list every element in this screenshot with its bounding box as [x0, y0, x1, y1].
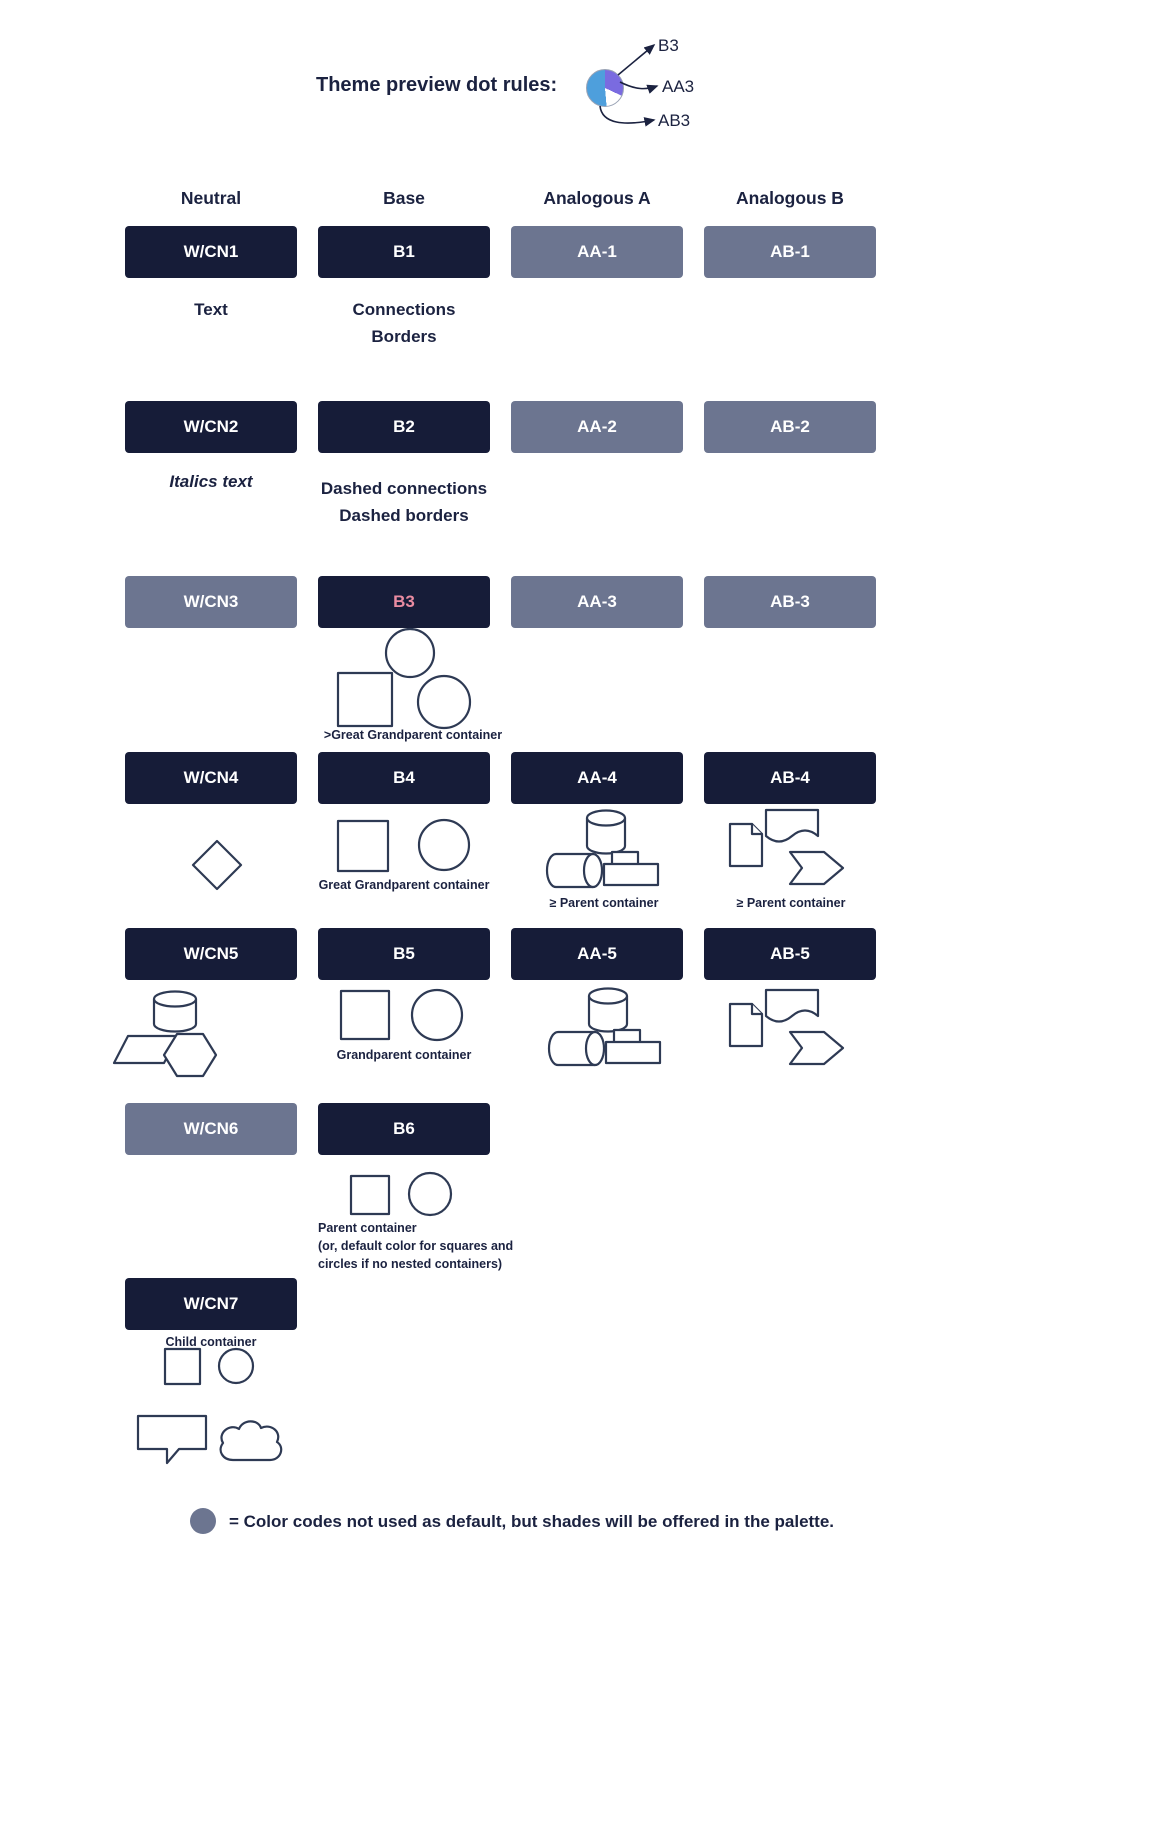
theme-preview-dot-icon	[586, 69, 624, 107]
legend-text: = Color codes not used as default, but s…	[229, 1512, 835, 1531]
swatch-label: W/CN7	[183, 1294, 239, 1313]
dot-target-b3: B3	[658, 36, 679, 55]
swatch-label: AA-3	[577, 592, 617, 611]
note-line: Borders	[371, 327, 437, 346]
swatch-b2: B2	[318, 401, 490, 453]
swatch-label: AA-5	[577, 944, 617, 963]
swatch-label: AB-2	[770, 417, 810, 436]
caption-line: (or, default color for squares and	[318, 1239, 514, 1253]
column-header-analogous-a: Analogous A	[543, 188, 651, 208]
note-italics-text: Italics text	[169, 472, 253, 491]
caption-grandparent: Grandparent container	[336, 1048, 472, 1062]
swatch-label-b3: B3	[393, 592, 415, 611]
dot-arrows	[599, 43, 659, 127]
square-circle-shapes	[163, 1347, 255, 1386]
swatch-ab3: AB-3	[704, 576, 876, 628]
swatch-wcn2: W/CN2	[125, 401, 297, 453]
swatch-wcn7: W/CN7	[125, 1278, 297, 1330]
note-line: Connections	[352, 300, 456, 319]
person-shape	[336, 627, 472, 730]
swatch-label: AB-5	[770, 944, 810, 963]
swatch-label: AB-4	[770, 768, 810, 787]
swatch-b1: B1	[318, 226, 490, 278]
swatch-ab4: AB-4	[704, 752, 876, 804]
caption-great-grandparent: Great Grandparent container	[318, 878, 490, 892]
swatch-wcn3: W/CN3	[125, 576, 297, 628]
page-wave-chevron-shapes	[728, 808, 845, 886]
swatch-wcn4: W/CN4	[125, 752, 297, 804]
swatch-aa5: AA-5	[511, 928, 683, 980]
swatch-label: AA-2	[577, 417, 617, 436]
caption-line: Parent container	[318, 1221, 417, 1235]
swatch-wcn5: W/CN5	[125, 928, 297, 980]
note-text: Text	[194, 300, 228, 319]
swatch-label: B5	[393, 944, 415, 963]
column-header-analogous-b: Analogous B	[736, 188, 844, 208]
note-connections: Connections Borders	[318, 296, 490, 350]
swatch-label: AB-3	[770, 592, 810, 611]
swatch-label: B4	[393, 768, 415, 787]
swatch-aa2: AA-2	[511, 401, 683, 453]
caption-child-container: Child container	[165, 1335, 257, 1349]
caption-line: circles if no nested containers)	[318, 1257, 503, 1271]
cylinder-parallelogram-hexagon-shapes	[112, 990, 218, 1078]
swatch-label: B1	[393, 242, 415, 261]
swatch-label: W/CN6	[183, 1119, 239, 1138]
square-circle-shapes	[339, 988, 464, 1042]
note-line: Dashed borders	[339, 506, 469, 525]
swatch-ab2: AB-2	[704, 401, 876, 453]
swatch-label: W/CN5	[183, 944, 239, 963]
page-wave-chevron-shapes	[728, 988, 845, 1066]
diamond-shape	[191, 839, 243, 891]
swatch-label: W/CN1	[183, 242, 239, 261]
page-title: Theme preview dot rules:	[316, 74, 558, 96]
column-header-neutral: Neutral	[180, 188, 242, 208]
speech-bubble-cloud-shapes	[136, 1414, 283, 1465]
square-circle-shapes	[349, 1171, 453, 1217]
cylinder-storage-card-shapes	[547, 987, 662, 1067]
note-dashed: Dashed connections Dashed borders	[298, 475, 510, 529]
swatch-aa3: AA-3	[511, 576, 683, 628]
swatch-b3: B3	[318, 576, 490, 628]
swatch-label: B6	[393, 1119, 415, 1138]
note-line: Dashed connections	[320, 479, 488, 498]
cylinder-storage-card-shapes	[545, 809, 660, 889]
swatch-label: AA-1	[577, 242, 617, 261]
swatch-ab5: AB-5	[704, 928, 876, 980]
swatch-label: W/CN4	[183, 768, 239, 787]
column-header-base: Base	[383, 188, 425, 208]
swatch-b5: B5	[318, 928, 490, 980]
swatch-aa1: AA-1	[511, 226, 683, 278]
legend-dot-icon	[190, 1508, 216, 1534]
swatch-b6: B6	[318, 1103, 490, 1155]
swatch-wcn6: W/CN6	[125, 1103, 297, 1155]
swatch-ab1: AB-1	[704, 226, 876, 278]
swatch-label: AA-4	[577, 768, 617, 787]
swatch-wcn1: W/CN1	[125, 226, 297, 278]
swatch-b4: B4	[318, 752, 490, 804]
square-circle-shapes	[336, 818, 471, 873]
dot-target-ab3: AB3	[658, 111, 691, 130]
swatch-label: B2	[393, 417, 415, 436]
dot-target-aa3: AA3	[662, 77, 695, 96]
swatch-aa4: AA-4	[511, 752, 683, 804]
swatch-label: W/CN2	[183, 417, 239, 436]
swatch-label: AB-1	[770, 242, 810, 261]
caption-great-grandparent-gt: >Great Grandparent container	[323, 728, 503, 742]
swatch-label: W/CN3	[183, 592, 239, 611]
caption-ge-parent-aa: ≥ Parent container	[549, 896, 659, 910]
caption-ge-parent-ab: ≥ Parent container	[736, 896, 846, 910]
caption-parent: Parent container (or, default color for …	[318, 1219, 528, 1273]
